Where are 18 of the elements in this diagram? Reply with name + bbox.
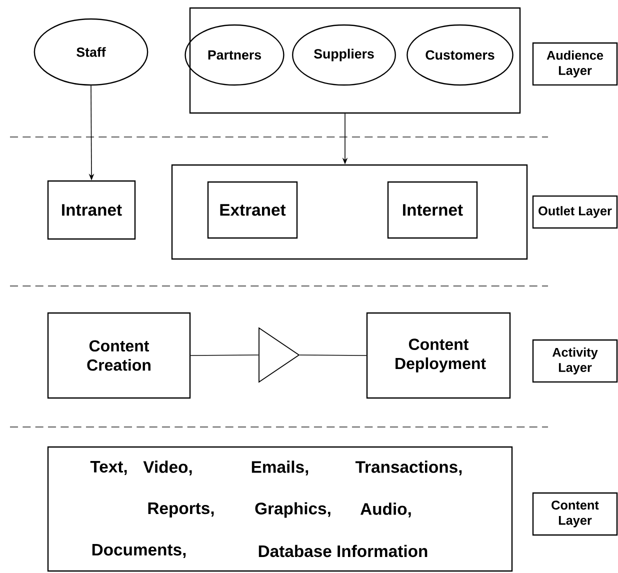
ellipse-node: Partners <box>184 24 284 86</box>
process-box: Content Deployment <box>366 312 511 399</box>
layer-label-box: Audience Layer <box>532 42 618 86</box>
content-box: Text, Video, Emails, Transactions, Reports, Graphics, Audio, Documents, Database Information <box>47 446 513 572</box>
layer-label-box: Content Layer <box>532 492 618 536</box>
layer-label-box: Activity Layer <box>532 339 618 383</box>
ellipse-node: Suppliers <box>292 24 396 86</box>
group-box <box>171 164 528 260</box>
process-box: Intranet <box>47 180 136 240</box>
process-box: Extranet <box>207 181 298 239</box>
connector-line <box>190 354 259 356</box>
ellipse-node: Customers <box>406 24 514 86</box>
layer-label-box: Outlet Layer <box>532 195 618 229</box>
process-box: Content Creation <box>47 312 191 399</box>
group-box <box>189 7 521 114</box>
process-box: Internet <box>387 181 478 239</box>
ellipse-node: Staff <box>34 18 148 86</box>
connector-line <box>299 354 367 356</box>
